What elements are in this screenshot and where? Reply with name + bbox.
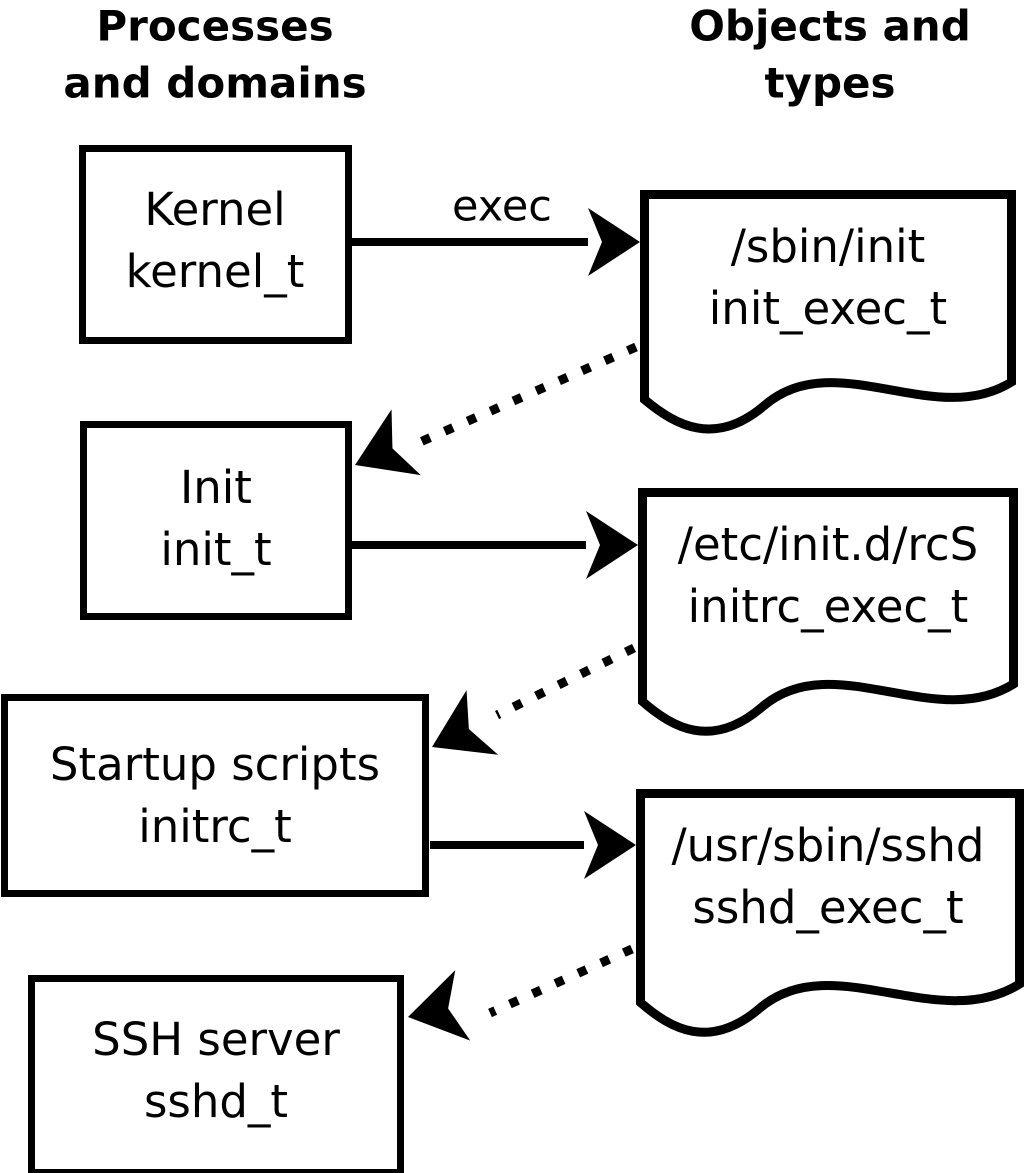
edge-initrc-exec-sshd (430, 811, 636, 879)
edge-initrc-transition (432, 643, 636, 755)
node-sshd-exec-doc[interactable] (636, 789, 1024, 1037)
node-init-box[interactable] (80, 421, 352, 620)
node-init-exec-line2: init_exec_t (709, 282, 947, 335)
node-kernel-box[interactable] (79, 145, 352, 344)
edge-label-exec: exec (452, 182, 552, 232)
node-initrc-exec-line1: /etc/init.d/rcS (678, 518, 978, 571)
column-title-left-line2: and domains (63, 59, 366, 108)
node-initrc-box[interactable] (1, 694, 429, 897)
edge-line-dotted (488, 944, 634, 1018)
arrowhead-icon (408, 970, 471, 1041)
arrowhead-icon (586, 511, 638, 579)
edge-init-exec-rcs (352, 511, 638, 579)
column-titles: Processes and domains Objects and types (63, 2, 970, 108)
arrowhead-icon (432, 690, 499, 755)
node-sshd-line2: sshd_t (144, 1075, 288, 1128)
arrowhead-icon (355, 409, 421, 476)
node-sshd-box[interactable] (28, 975, 404, 1173)
edge-sshd-transition (408, 944, 634, 1041)
node-initrc-exec-line2: initrc_exec_t (688, 580, 969, 633)
edge-line-dotted (416, 342, 638, 448)
node-kernel[interactable]: Kernel kernel_t (79, 145, 352, 344)
column-title-right-line1: Objects and (689, 2, 971, 51)
node-sshd-exec-line2: sshd_exec_t (692, 881, 963, 934)
node-initrc-line1: Startup scripts (50, 738, 380, 791)
node-sshd-exec[interactable]: /usr/sbin/sshd sshd_exec_t (636, 789, 1024, 1037)
node-initrc[interactable]: Startup scripts initrc_t (1, 694, 429, 897)
node-kernel-line1: Kernel (144, 183, 285, 236)
edge-line-dotted (495, 643, 636, 720)
node-init-exec[interactable]: /sbin/init init_exec_t (640, 190, 1016, 434)
node-init-exec-doc[interactable] (640, 190, 1016, 434)
node-initrc-exec-doc[interactable] (638, 488, 1018, 736)
node-kernel-line2: kernel_t (126, 245, 305, 298)
node-init-line2: init_t (160, 523, 271, 576)
edge-kernel-exec-init: exec (352, 182, 640, 276)
node-sshd-exec-line1: /usr/sbin/sshd (672, 819, 985, 872)
node-initrc-line2: initrc_t (138, 800, 292, 853)
node-sshd-line1: SSH server (92, 1013, 340, 1066)
column-title-left-line1: Processes (96, 2, 333, 51)
node-sshd[interactable]: SSH server sshd_t (28, 975, 404, 1173)
arrowhead-icon (588, 208, 640, 276)
node-initrc-exec[interactable]: /etc/init.d/rcS initrc_exec_t (638, 488, 1018, 736)
node-init-line1: Init (180, 461, 252, 514)
arrowhead-icon (584, 811, 636, 879)
edge-init-exec-transition (355, 342, 638, 476)
node-init[interactable]: Init init_t (80, 421, 352, 620)
node-init-exec-line1: /sbin/init (731, 220, 926, 273)
column-title-right-line2: types (764, 59, 895, 108)
